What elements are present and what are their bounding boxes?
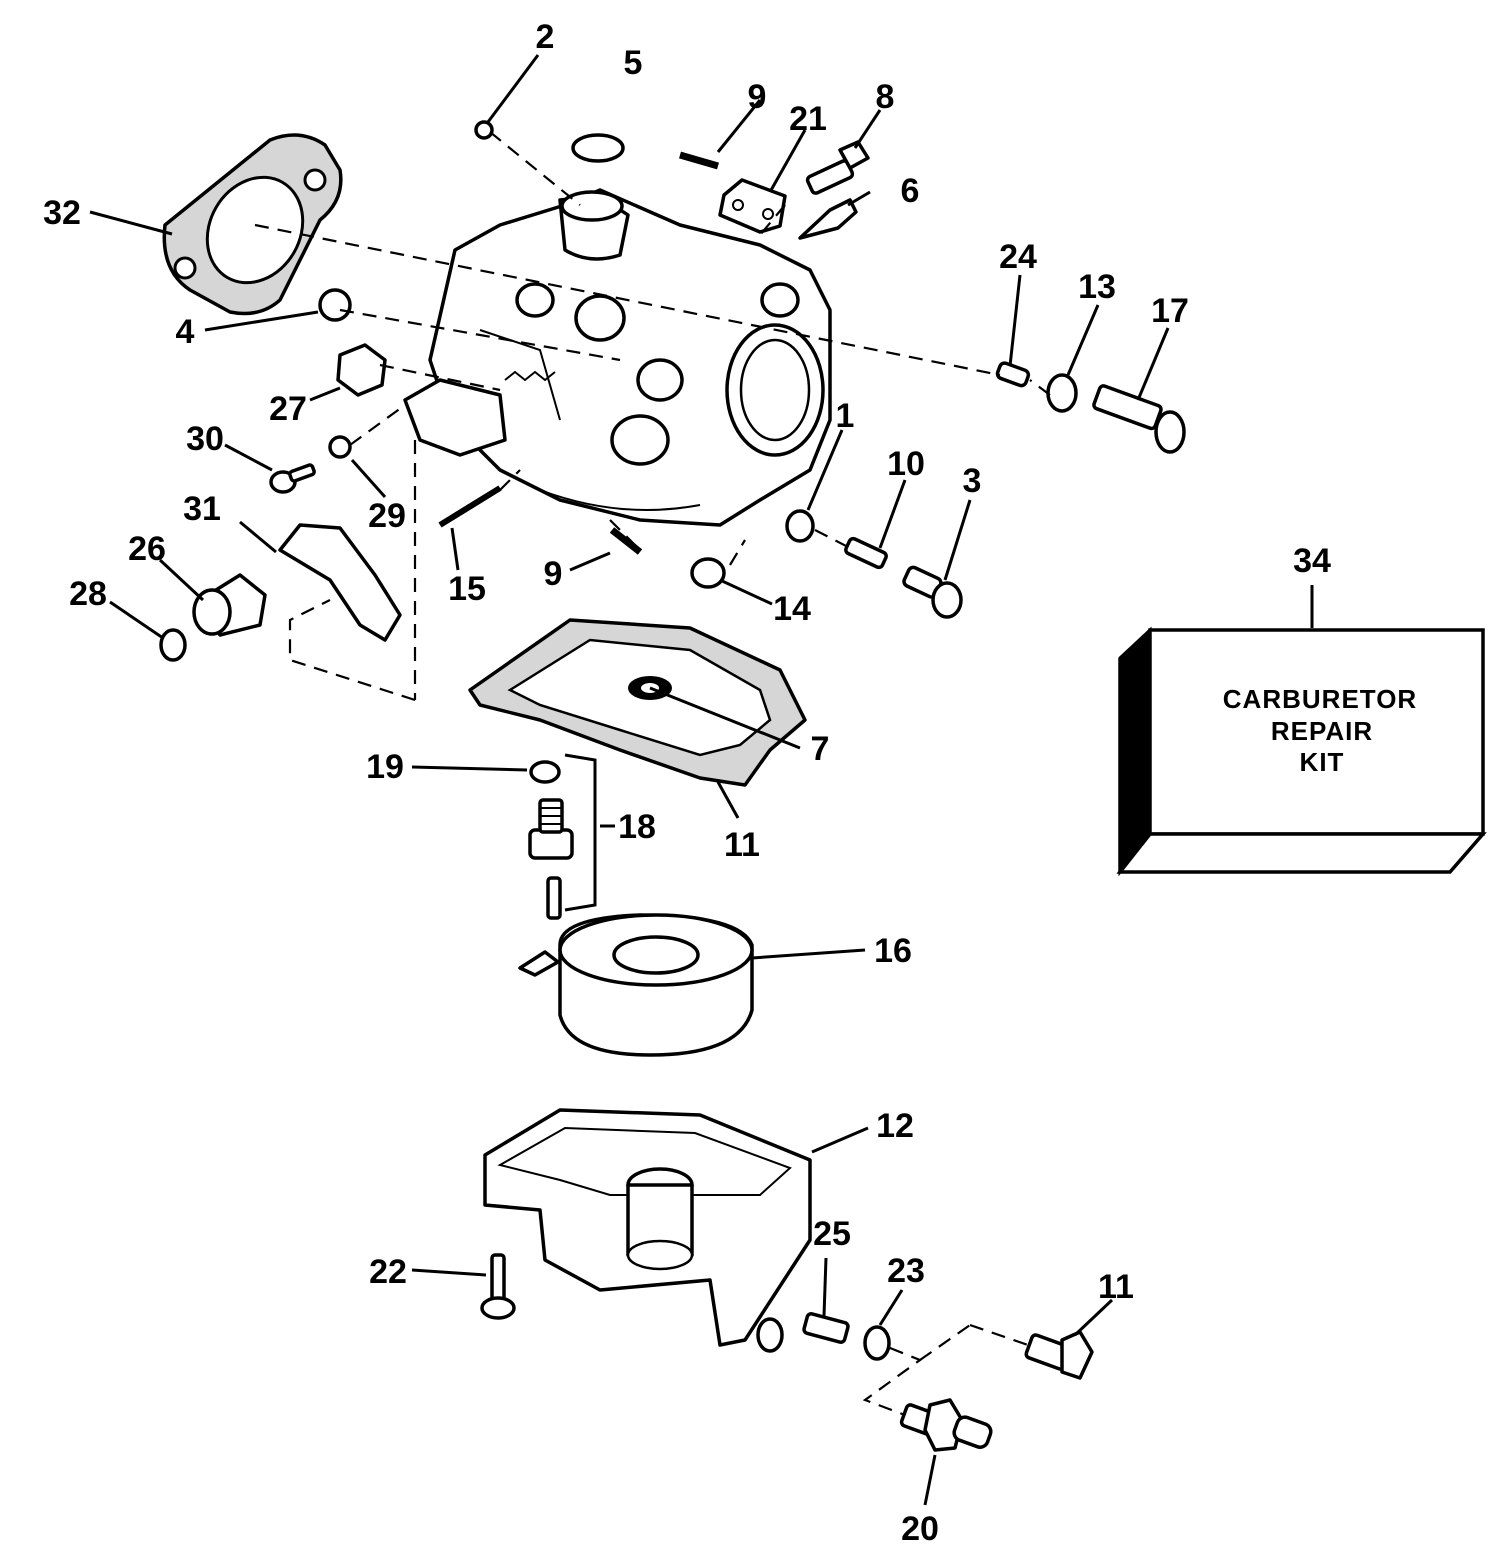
callout-6: 6 (901, 172, 920, 210)
callout-11: 11 (724, 826, 760, 864)
part-18-screw (1092, 384, 1186, 454)
callout-27: 26 (128, 530, 166, 568)
part-24-washer (863, 1325, 891, 1361)
part-23-screw (480, 1253, 516, 1320)
callout-14: 13 (1078, 268, 1116, 306)
callout-34: 34 (1293, 542, 1331, 580)
part-4-plug (318, 288, 352, 322)
callout-9-upper: 9 (748, 78, 767, 116)
callout-10: 10 (887, 445, 925, 483)
part-28-nut (336, 343, 387, 397)
part-carburetor-body (428, 188, 832, 527)
callout-8: 8 (876, 78, 895, 116)
part-19-needle-seat (528, 798, 574, 920)
callout-16: 15 (448, 570, 486, 608)
part-17-float (518, 913, 754, 1057)
callout-19: 18 (618, 808, 656, 846)
part-32-lever (278, 523, 402, 642)
part-5-welch-plug (571, 133, 625, 163)
part-29-o-ring (159, 628, 187, 662)
callout-1: 1 (836, 397, 855, 435)
part-1-o-ring (785, 509, 815, 543)
callout-20: 19 (366, 748, 404, 786)
callout-5: 5 (624, 44, 643, 82)
kit-line-1: CARBURETOR (1223, 684, 1417, 714)
part-14-washer (1046, 373, 1078, 413)
part-13-float-bowl (483, 1108, 812, 1353)
part-22-plate (718, 178, 787, 234)
assembly-dashed-lines (254, 131, 1051, 1417)
part-10-jet (844, 536, 888, 570)
part-6-needle (798, 198, 858, 240)
callout-15: 14 (773, 590, 811, 628)
repair-kit-label: CARBURETOR REPAIR KIT (1223, 684, 1417, 777)
part-lever-plate (403, 378, 507, 457)
part-31-screw (269, 463, 316, 494)
part-26-plug (995, 361, 1031, 388)
part-9-pin-lower (609, 527, 643, 555)
part-11-bowl-gasket (468, 618, 807, 787)
callout-33: 32 (43, 194, 81, 232)
callout-18: 17 (1151, 292, 1189, 330)
callout-4: 4 (176, 313, 195, 351)
callout-2: 2 (536, 18, 555, 56)
callout-9-lower: 9 (544, 555, 563, 593)
callout-28: 27 (269, 390, 307, 428)
callout-26: 24 (999, 238, 1037, 276)
callout-7: 7 (811, 730, 830, 768)
kit-line-3: KIT (1300, 747, 1345, 777)
callout-22: 21 (789, 100, 827, 138)
part-15-washer (690, 557, 726, 589)
kit-line-2: REPAIR (1271, 716, 1373, 746)
callout-3: 3 (963, 462, 982, 500)
callout-32: 31 (183, 490, 221, 528)
part-3-plug-screw (902, 565, 963, 619)
part-30-washer (328, 435, 352, 459)
part-25-jet (802, 1312, 850, 1344)
callout-labels: 2 5 9 21 8 6 32 4 27 30 29 31 26 28 15 9… (43, 18, 1331, 1548)
part-8-screw (805, 140, 870, 195)
part-20-washer (529, 760, 561, 784)
part-9-pin-upper (679, 151, 719, 170)
callout-13: 12 (876, 1107, 914, 1145)
callout-30: 29 (368, 497, 406, 535)
callout-25: 25 (813, 1215, 851, 1253)
callout-24: 23 (887, 1252, 925, 1290)
part-2-ball (474, 120, 494, 140)
callout-21: 20 (901, 1510, 939, 1548)
part-12-bolt (1024, 1330, 1094, 1380)
part-34-repair-kit-box (1116, 626, 1487, 877)
part-27-bushing (192, 573, 267, 637)
callout-31: 30 (186, 420, 224, 458)
part-33-flange-gasket (162, 133, 343, 316)
callout-23: 22 (369, 1253, 407, 1291)
callout-17: 16 (874, 932, 912, 970)
callout-12: 11 (1098, 1268, 1134, 1306)
leader-lines (89, 54, 1314, 1506)
part-16-pin (438, 485, 502, 528)
part-21-fitting (899, 1398, 993, 1452)
callout-29: 28 (69, 575, 107, 613)
